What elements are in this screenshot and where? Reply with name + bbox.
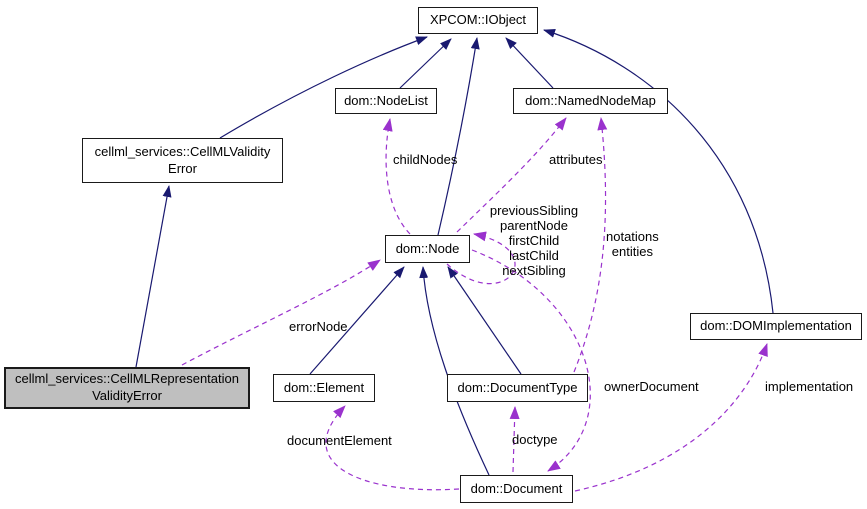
edge-label-errornode: errorNode bbox=[289, 319, 348, 334]
class-box-dom-domimplementation[interactable]: dom::DOMImplementation bbox=[690, 313, 862, 340]
edge-node-to-iobject bbox=[437, 37, 480, 236]
edge-node-self-loop bbox=[446, 231, 516, 285]
edge-label-documentelement: documentElement bbox=[287, 433, 392, 448]
edge-documenttype-to-node bbox=[447, 266, 522, 375]
edge-document-to-node bbox=[419, 266, 490, 476]
edge-label-notations-entities: notations entities bbox=[606, 229, 659, 259]
edge-nodelist-to-iobject bbox=[399, 38, 452, 89]
edge-ownerdocument bbox=[471, 249, 591, 472]
class-box-dom-nodelist[interactable]: dom::NodeList bbox=[335, 88, 437, 114]
edge-label-attributes: attributes bbox=[549, 152, 603, 167]
edge-doctype bbox=[509, 406, 520, 473]
edge-label-implementation: implementation bbox=[765, 379, 854, 394]
edge-representation-to-cellmlvalidityerror bbox=[135, 185, 172, 368]
edge-label-ownerdocument: ownerDocument bbox=[604, 379, 699, 394]
edge-element-to-node bbox=[309, 266, 405, 375]
edge-namednodemap-to-iobject bbox=[505, 37, 554, 89]
edge-attributes bbox=[456, 117, 567, 233]
edge-childnodes bbox=[382, 118, 411, 235]
class-box-dom-documenttype[interactable]: dom::DocumentType bbox=[447, 374, 588, 402]
edge-implementation bbox=[574, 343, 768, 492]
edge-notations-entities bbox=[573, 117, 608, 373]
class-box-xpcom-iobject[interactable]: XPCOM::IObject bbox=[418, 7, 538, 34]
class-box-dom-namednodemap[interactable]: dom::NamedNodeMap bbox=[513, 88, 668, 114]
edge-label-node-self-members: previousSibling parentNode firstChild la… bbox=[489, 203, 579, 278]
edge-domimplementation-to-iobject bbox=[543, 29, 774, 314]
class-box-cellml-validity-error[interactable]: cellml_services::CellMLValidity Error bbox=[82, 138, 283, 183]
class-box-dom-element[interactable]: dom::Element bbox=[273, 374, 375, 402]
class-box-cellml-representation-validity-error: cellml_services::CellMLRepresentation Va… bbox=[4, 367, 250, 409]
class-box-dom-node[interactable]: dom::Node bbox=[385, 235, 470, 263]
class-box-dom-document[interactable]: dom::Document bbox=[460, 475, 573, 503]
edge-cellmlvalidityerror-to-iobject bbox=[219, 36, 428, 139]
edge-label-childnodes: childNodes bbox=[393, 152, 458, 167]
edge-errornode bbox=[181, 259, 381, 366]
edge-label-doctype: doctype bbox=[512, 432, 558, 447]
